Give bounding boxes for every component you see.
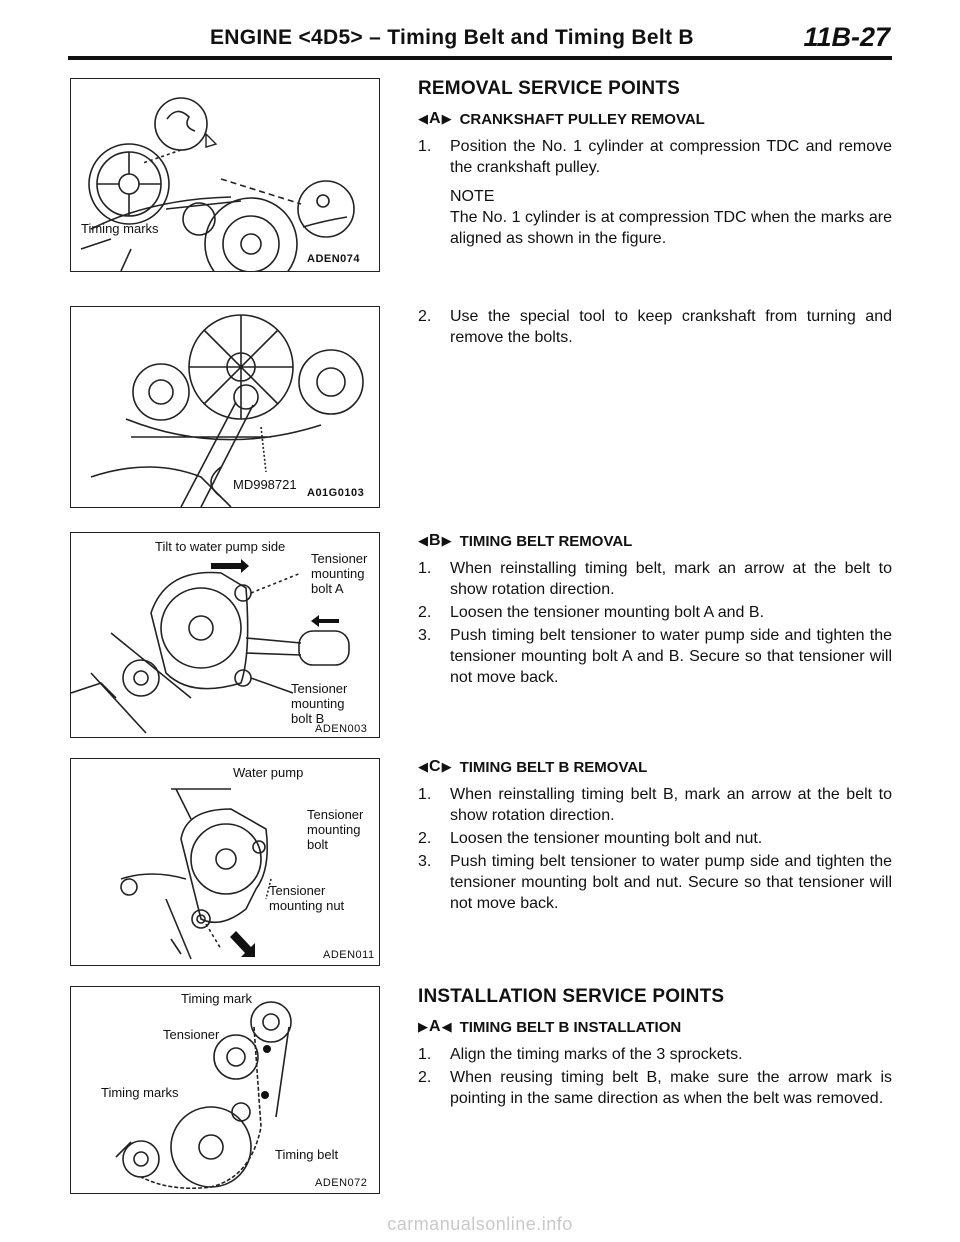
step-item: 1.When reinstalling timing belt B, mark … [418,786,892,824]
sub-heading-text: TIMING BELT B REMOVAL [459,758,648,776]
sub-heading-text: CRANKSHAFT PULLEY REMOVAL [459,110,705,128]
figure-label: Timing marks [101,1085,179,1100]
figure-label: Tensioner mounting bolt B [291,681,348,726]
reference-letter: A [429,1018,441,1035]
reference-letter: C [429,758,441,775]
removal-b-section: ◀B▶ TIMING BELT REMOVAL 1.When reinstall… [418,532,892,690]
triangle-right-icon: ▶ [441,759,452,774]
figure-label: Timing belt [275,1147,339,1162]
figure-label: Tensioner mounting nut [269,883,345,913]
figure-label: Tensioner [163,1027,220,1042]
figure-label: Tilt to water pump side [155,539,286,554]
sub-heading-text: TIMING BELT REMOVAL [459,532,633,550]
step-item: 1.When reinstalling timing belt, mark an… [418,560,892,598]
figure-code: ADEN003 [315,723,368,735]
tensioner-illustration [71,559,350,734]
sub-heading-a: ◀A▶ CRANKSHAFT PULLEY REMOVAL [418,110,892,128]
header-rule [68,56,892,60]
sub-heading-c: ◀C▶ TIMING BELT B REMOVAL [418,758,892,776]
step-item: 2.Loosen the tensioner mounting bolt and… [418,830,763,847]
removal-c-section: ◀C▶ TIMING BELT B REMOVAL 1.When reinsta… [418,758,892,916]
triangle-left-icon: ◀ [418,111,428,126]
figure-tensioner-bolts: Tilt to water pump side Tensioner mounti… [70,532,380,738]
special-tool-illustration [90,314,364,507]
step-item: 2.Loosen the tensioner mounting bolt A a… [418,604,765,621]
timing-belt-b-illustration [115,1001,292,1190]
triangle-left-icon: ◀ [418,759,428,774]
figure-code: ADEN072 [315,1177,368,1189]
page-header: ENGINE <4D5> – Timing Belt and Timing Be… [0,0,960,70]
removal-a-step2: 2.Use the special tool to keep crankshaf… [418,306,892,350]
sub-heading-install-a: ▶A◀ TIMING BELT B INSTALLATION [418,1018,892,1036]
triangle-left-icon: ◀ [418,533,428,548]
triangle-right-icon: ▶ [441,111,452,126]
step-item: 1.Align the timing marks of the 3 sprock… [418,1046,743,1063]
section-heading: INSTALLATION SERVICE POINTS [418,986,725,1007]
figure-crankshaft-timing-marks: Timing marks ADEN074 [70,78,380,272]
crankshaft-illustration [80,97,355,271]
triangle-right-icon: ▶ [418,1019,428,1034]
step-item: 3.Push timing belt tensioner to water pu… [418,627,892,686]
figure-code: A01G0103 [307,487,365,499]
reference-letter: A [429,110,441,127]
note-text: The No. 1 cylinder is at compression TDC… [450,209,892,247]
note-title: NOTE [450,188,495,205]
section-heading: REMOVAL SERVICE POINTS [418,78,681,99]
step-item: 2.When reusing timing belt B, make sure … [418,1069,892,1107]
removal-section: REMOVAL SERVICE POINTS ◀A▶ CRANKSHAFT PU… [418,78,892,249]
figure-special-tool: MD998721 A01G0103 [70,306,380,508]
figure-label: Water pump [233,765,304,780]
installation-section: INSTALLATION SERVICE POINTS ▶A◀ TIMING B… [418,986,892,1111]
figure-timing-belt-b-install: Timing mark Tensioner Timing marks Timin… [70,986,380,1194]
water-pump-illustration [120,788,272,960]
figure-water-pump-tensioner: Water pump Tensioner mounting bolt Tensi… [70,758,380,966]
triangle-right-icon: ▶ [441,533,452,548]
footer-watermark: carmanualsonline.info [387,1214,573,1234]
sub-heading-b: ◀B▶ TIMING BELT REMOVAL [418,532,892,550]
figure-label: Timing marks [81,221,159,236]
figure-label: Tensioner mounting bolt [307,807,364,852]
page-title: ENGINE <4D5> – Timing Belt and Timing Be… [210,26,694,49]
figure-code: ADEN011 [323,949,375,961]
figure-label: MD998721 [233,477,297,492]
figure-label: Tensioner mounting bolt A [311,551,368,596]
step-item: 1.Position the No. 1 cylinder at compres… [418,138,892,176]
step-item: 3.Push timing belt tensioner to water pu… [418,853,892,912]
figure-code: ADEN074 [307,253,361,265]
figure-label: Timing mark [181,991,253,1006]
page-number: 11B-27 [803,22,890,52]
note: NOTE The No. 1 cylinder is at compressio… [418,186,892,249]
triangle-left-icon: ◀ [441,1019,452,1034]
step-item: 2.Use the special tool to keep crankshaf… [418,308,892,346]
sub-heading-text: TIMING BELT B INSTALLATION [459,1018,682,1036]
reference-letter: B [429,532,441,549]
